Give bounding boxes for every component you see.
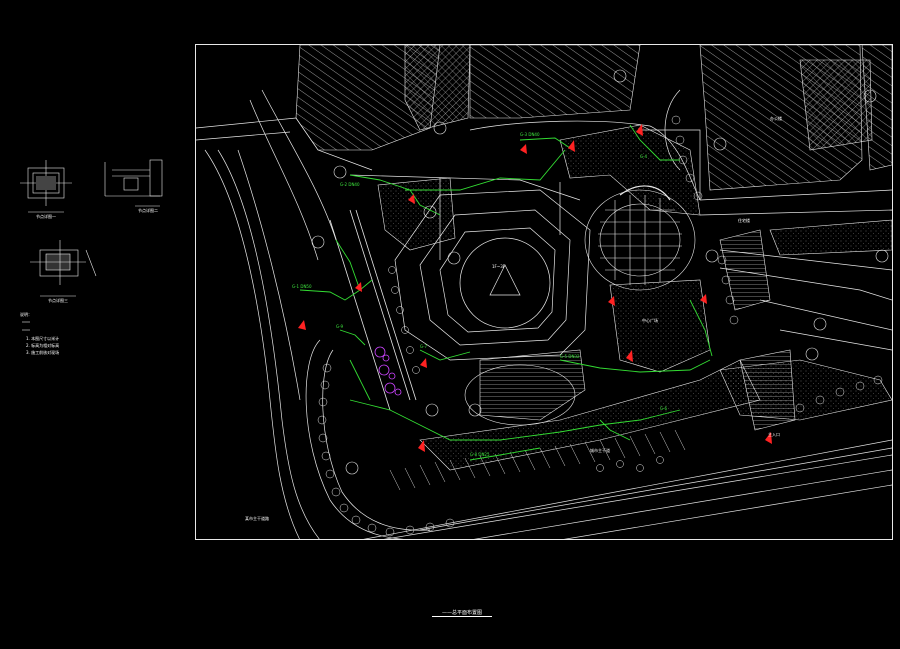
tree-row-left <box>317 363 455 537</box>
label-building-a: 办公楼 <box>770 115 782 121</box>
caption-underline <box>432 616 492 617</box>
drawing-caption: ——总平面布置图 <box>441 610 482 616</box>
drawing-frame <box>195 44 893 540</box>
tree-row-plaza <box>388 266 420 374</box>
diagonal-walkway <box>329 209 417 411</box>
tree-row-bottom <box>596 456 664 472</box>
detail-drawings <box>20 159 163 331</box>
label-main-hall: 1F~3F <box>492 264 506 269</box>
parking-circle <box>584 185 696 291</box>
pipe-labels: G-1 DN50 G-2 DN40 G-3 DN40 G-4 G-5 DN32 … <box>292 132 668 457</box>
detail-label-2: 节点详图二 <box>138 207 158 213</box>
paving-zones <box>377 124 892 471</box>
svg-text:G-8 DN25: G-8 DN25 <box>470 452 490 457</box>
svg-text:G-1 DN50: G-1 DN50 <box>292 284 312 289</box>
notes-title: 说明： <box>20 311 32 317</box>
notes-block <box>22 321 30 331</box>
bottom-hatch-strip <box>389 429 686 491</box>
stepped-plaza <box>464 229 796 431</box>
svg-text:G-2 DN40: G-2 DN40 <box>340 182 360 187</box>
svg-text:G-7: G-7 <box>420 344 428 349</box>
road-lines <box>196 89 892 539</box>
detail-1 <box>20 160 72 213</box>
notes-line-2: 2. 标高为相对标高 <box>26 342 59 348</box>
tree-row-top-right <box>671 115 883 413</box>
detail-2 <box>104 159 163 207</box>
site-plan: G-1 DN50 G-2 DN40 G-3 DN40 G-4 G-5 DN32 … <box>196 45 892 539</box>
svg-text:G-6: G-6 <box>660 406 668 411</box>
callouts <box>311 69 889 475</box>
label-building-b: 住宅楼 <box>738 217 750 223</box>
label-plaza: 中心广场 <box>642 317 658 323</box>
svg-text:G-5 DN32: G-5 DN32 <box>560 354 580 359</box>
flower-beds <box>374 346 402 396</box>
label-left-road: 某市主干道路 <box>245 515 269 521</box>
svg-text:G-3 DN40: G-3 DN40 <box>520 132 540 137</box>
central-plaza <box>394 178 591 361</box>
detail-label-1: 节点详图一 <box>36 213 56 219</box>
notes-line-3: 3. 施工前核对现场 <box>26 349 59 355</box>
svg-text:G-9: G-9 <box>336 324 344 329</box>
label-right-entry: 主入口 <box>768 431 780 437</box>
valve-markers <box>298 124 772 452</box>
svg-text:G-4: G-4 <box>640 154 648 159</box>
trees <box>317 115 883 537</box>
notes-line-1: 1. 本图尺寸以米计 <box>26 335 59 341</box>
detail-3 <box>30 240 97 297</box>
pipe-network <box>299 124 713 461</box>
label-bottom-road: 城市主干道 <box>590 447 610 453</box>
building-blocks-top <box>295 45 892 191</box>
detail-label-3: 节点详图三 <box>48 297 68 303</box>
